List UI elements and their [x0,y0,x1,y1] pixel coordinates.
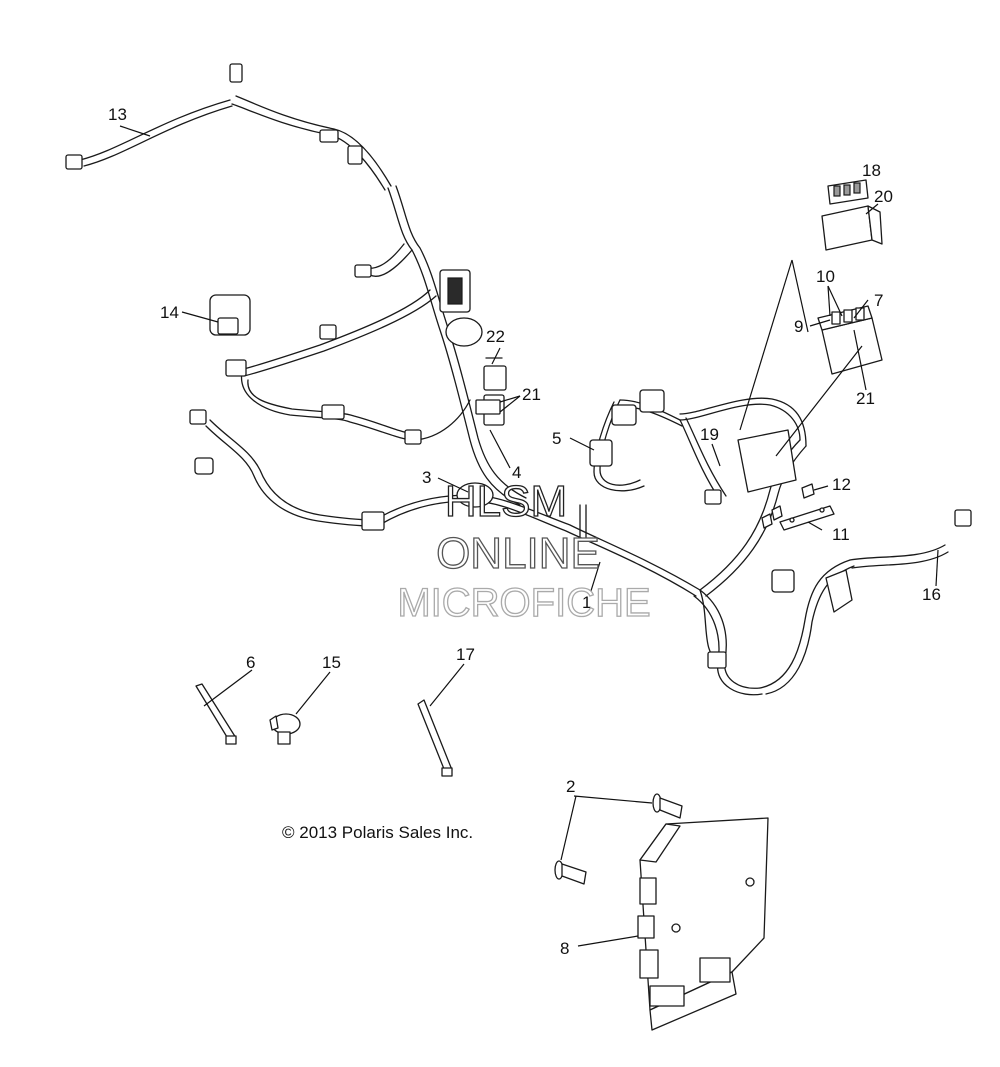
terminal-21-left [475,399,501,415]
callout-9: 9 [794,317,803,336]
callout-21-left: 21 [522,385,541,404]
clip-15 [269,713,301,745]
cable-tie-6 [195,683,237,745]
callout-22: 22 [486,327,505,346]
ecm-module-8 [637,817,769,1031]
watermark-line-3: MICROFICHE [397,581,650,625]
push-rivet-2-upper [652,793,683,819]
callout-16: 16 [922,585,941,604]
callout-7: 7 [874,291,883,310]
copyright-notice: © 2013 Polaris Sales Inc. [282,823,474,842]
callout-8: 8 [560,939,569,958]
fuse-cover-20 [821,205,883,251]
watermark-line-2: ONLINE [436,529,600,578]
callout-15: 15 [322,653,341,672]
fuse-label-18 [827,179,869,205]
callout-1: 1 [582,593,591,612]
fuse-box-assembly [817,305,883,375]
callout-20: 20 [874,187,893,206]
callout-17: 17 [456,645,475,664]
callout-10: 10 [816,267,835,286]
callout-19: 19 [700,425,719,444]
connector-22 [483,357,507,391]
watermark-line-1: HLSM [445,477,567,526]
push-rivet-2-lower [554,860,587,885]
callout-6: 6 [246,653,255,672]
callout-18: 18 [862,161,881,180]
callout-21-right: 21 [856,389,875,408]
main-wire-harness [65,63,972,696]
leader-lines [119,125,939,947]
callout-5: 5 [552,429,561,448]
callout-13: 13 [108,105,127,124]
callout-3: 3 [422,468,431,487]
bracket-11 [779,505,835,531]
screws-12 [761,483,815,529]
callout-2: 2 [566,777,575,796]
callout-14: 14 [160,303,179,322]
callout-12: 12 [832,475,851,494]
callout-4: 4 [512,463,521,482]
cable-tie-17 [417,699,453,777]
callout-11: 11 [832,525,850,544]
